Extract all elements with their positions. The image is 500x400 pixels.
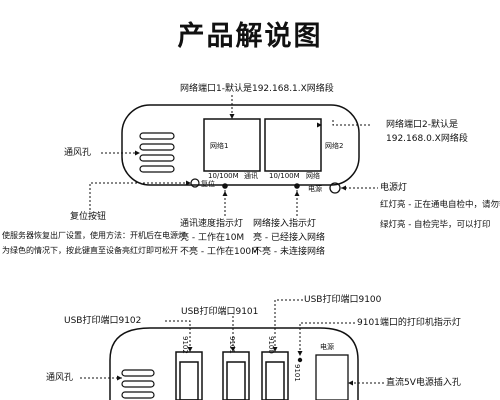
led-tag: 9101 bbox=[293, 364, 301, 382]
power-jack-shape bbox=[315, 354, 349, 400]
network-port-2 bbox=[264, 118, 322, 172]
page-title: 产品解说图 bbox=[177, 21, 323, 52]
top-leader-lines bbox=[89, 95, 378, 217]
reset-desc-line2: 为绿色的情况下，按此键直至设备亮红灯即可松开 bbox=[2, 246, 178, 255]
power-text: 电源 bbox=[308, 185, 322, 193]
top-vent-label: 通风孔 bbox=[64, 148, 92, 158]
port2-inner-label: 网络2 bbox=[325, 142, 344, 150]
port1-label: 网络端口1-默认是192.168.1.X网络段 bbox=[180, 84, 334, 94]
comm-text: 通讯 bbox=[244, 172, 258, 180]
power-led-shape bbox=[329, 182, 341, 194]
power-jack-label: 直流5V电源插入孔 bbox=[386, 378, 461, 388]
usb9101-label: USB打印端口9101 bbox=[181, 307, 259, 317]
speed-text-2: 10/100M bbox=[269, 172, 300, 180]
usb9100-label: USB打印端口9100 bbox=[304, 295, 382, 305]
bottom-leader-lines bbox=[80, 299, 384, 384]
power-tag: 电源 bbox=[320, 343, 334, 351]
bottom-arrow-heads bbox=[117, 347, 353, 386]
power-led-line1: 电源灯 bbox=[380, 183, 408, 193]
network-text: 网络 bbox=[306, 172, 320, 180]
printer-led-label: 9101端口的打印机指示灯 bbox=[357, 318, 461, 328]
speed-text-1: 10/100M bbox=[208, 172, 239, 180]
bottom-vent-label: 通风孔 bbox=[46, 373, 74, 383]
printer-led-shape bbox=[297, 357, 303, 363]
top-device-body bbox=[121, 104, 360, 186]
power-led-line3: 绿灯亮 - 自检完毕，可以打印 bbox=[380, 220, 491, 230]
top-vent-slots bbox=[139, 132, 175, 173]
power-led-line2: 红灯亮 - 正在通电自检中，请勿等 bbox=[380, 200, 500, 210]
usb-ports bbox=[175, 351, 289, 400]
speed-led-line2: 亮 - 工作在10M bbox=[180, 233, 245, 243]
usb9102-label: USB打印端口9102 bbox=[64, 316, 142, 326]
port2-label-line2: 192.168.0.X网络段 bbox=[386, 134, 468, 144]
speed-led-line3: 不亮 - 工作在100M bbox=[180, 247, 259, 257]
reset-button-label: 复位按钮 bbox=[70, 212, 107, 222]
reset-text: 复位 bbox=[201, 180, 215, 188]
port2-label-line1: 网络端口2-默认是 bbox=[386, 120, 458, 130]
port-tag-9100: 9100 bbox=[267, 336, 275, 354]
port-tag-9101: 9101 bbox=[228, 336, 236, 354]
top-arrow-heads bbox=[135, 114, 346, 196]
port-tag-9102: 9102 bbox=[181, 336, 189, 354]
port1-inner-label: 网络1 bbox=[210, 142, 229, 150]
link-led-line3: 不亮 - 未连接网络 bbox=[253, 247, 325, 257]
reset-desc-line1: 使服务器恢复出厂设置，使用方法：开机后在电源灯 bbox=[2, 231, 186, 240]
comm-led-shape bbox=[222, 183, 228, 189]
link-led-line1: 网络接入指示灯 bbox=[253, 219, 317, 229]
bottom-device-body bbox=[109, 327, 359, 400]
speed-led-line1: 通讯速度指示灯 bbox=[180, 219, 244, 229]
bottom-vent-slots bbox=[121, 369, 155, 399]
reset-button-shape bbox=[190, 178, 200, 188]
link-led-line2: 亮 - 已经接入网络 bbox=[253, 233, 325, 243]
network-led-shape bbox=[294, 183, 300, 189]
